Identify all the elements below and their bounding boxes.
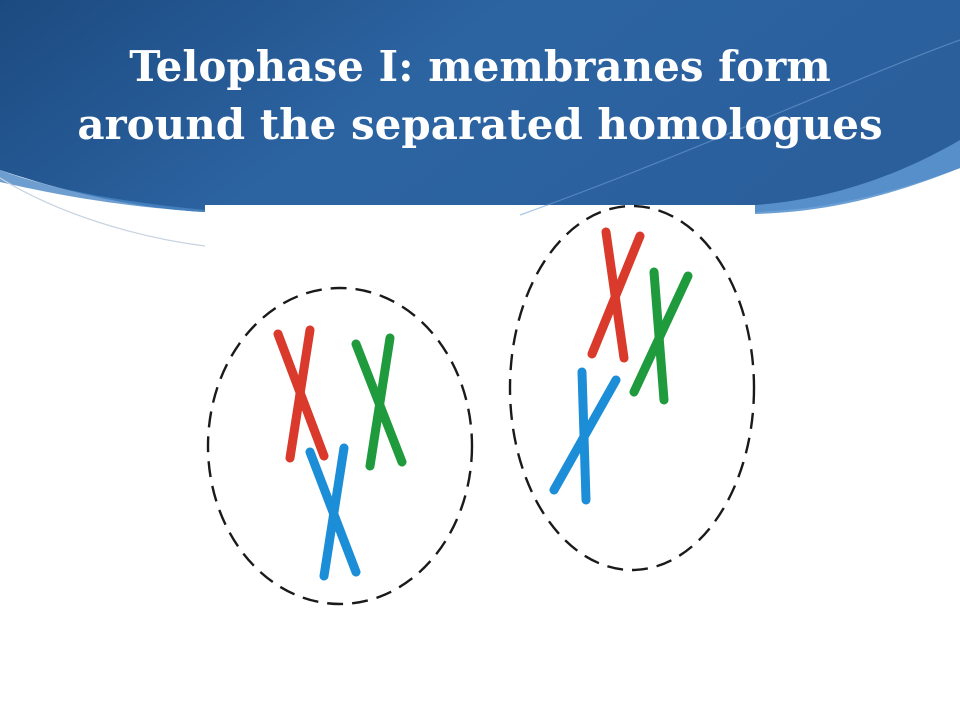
title-banner	[0, 0, 960, 247]
left-cell-chromosomes	[273, 325, 407, 581]
right-red-chromosome	[587, 227, 645, 363]
banner-accent-line-right	[519, 39, 960, 216]
banner-swoosh-light	[755, 140, 960, 214]
title-line-1: Telophase I: membranes form	[129, 42, 831, 91]
banner-accent-line	[0, 177, 206, 247]
right-blue-chromosome	[549, 367, 621, 505]
banner-background	[0, 0, 960, 212]
slide-title: Telophase I: membranes form around the s…	[0, 38, 960, 154]
right-green-chromosome	[629, 267, 693, 405]
left-blue-chromosome	[305, 443, 361, 581]
title-line-2: around the separated homologues	[77, 100, 883, 149]
right-cell-membrane	[508, 204, 756, 572]
left-cell-membrane	[206, 286, 474, 606]
right-cell-chromosomes	[549, 227, 693, 505]
left-red-chromosome	[273, 325, 329, 463]
left-green-chromosome	[351, 333, 407, 471]
